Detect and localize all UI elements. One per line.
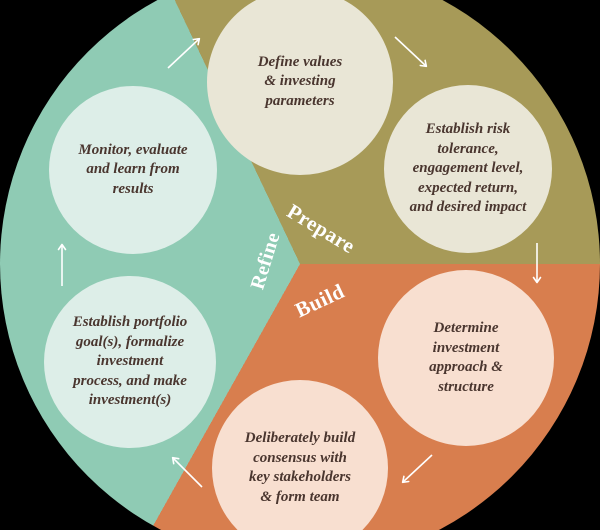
- step-define-values-text: Define values & investing parameters: [257, 53, 343, 109]
- step-define-values: Define values & investing parameters: [207, 0, 393, 175]
- step-determine-approach-text: Determine investment approach & structur…: [429, 320, 503, 395]
- step-monitor-evaluate-text: Monitor, evaluate and learn from results: [78, 141, 188, 197]
- step-monitor-evaluate: Monitor, evaluate and learn from results: [49, 86, 217, 254]
- step-determine-approach: Determine investment approach & structur…: [378, 270, 554, 446]
- step-establish-risk-text: Establish risk tolerance, engagement lev…: [409, 121, 527, 216]
- step-establish-portfolio-text: Establish portfolio goal(s), formalize i…: [72, 314, 188, 409]
- step-establish-risk: Establish risk tolerance, engagement lev…: [384, 85, 552, 253]
- step-build-consensus-text: Deliberately build consensus with key st…: [244, 430, 356, 505]
- step-establish-portfolio: Establish portfolio goal(s), formalize i…: [44, 276, 216, 448]
- step-build-consensus: Deliberately build consensus with key st…: [212, 380, 388, 530]
